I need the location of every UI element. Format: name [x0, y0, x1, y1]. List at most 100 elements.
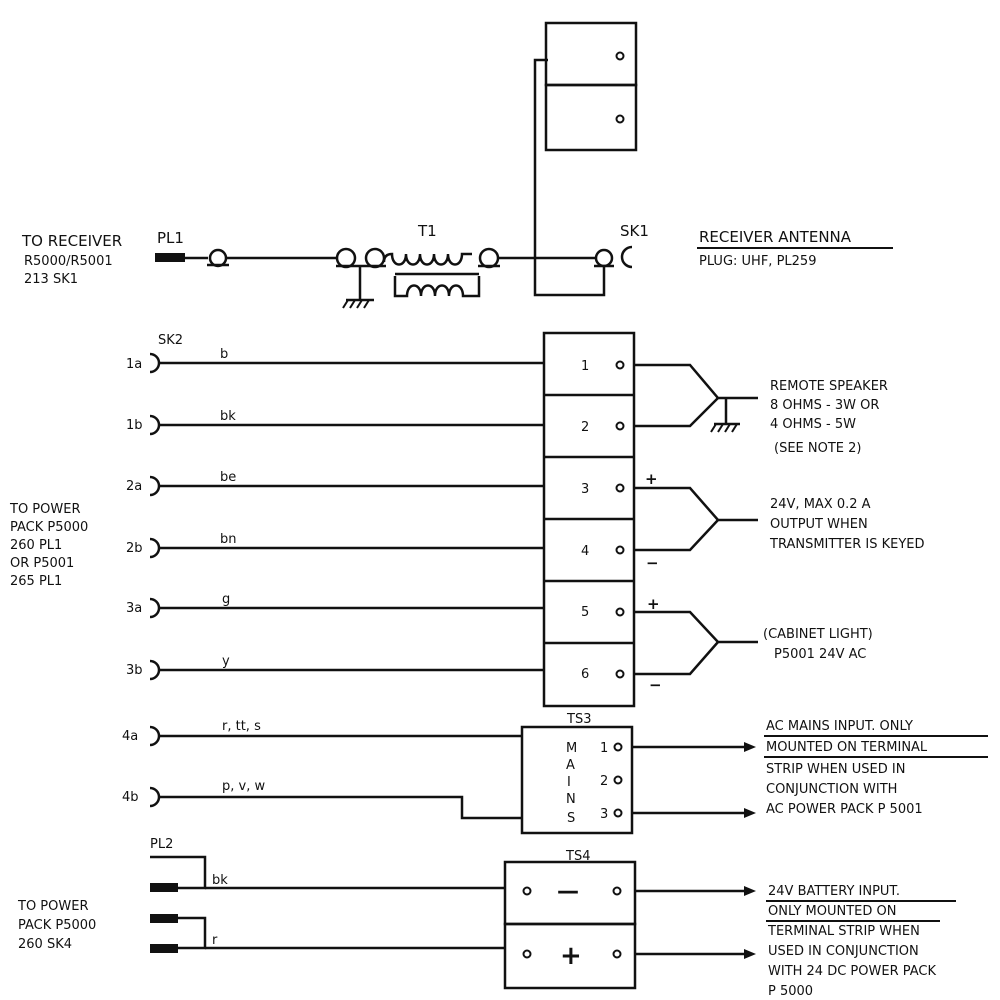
wire-label-rtts: r, tt, s: [222, 719, 261, 734]
pin-1a: 1a: [126, 357, 142, 372]
mains-n: N: [566, 792, 576, 807]
sk1-label: SK1: [620, 222, 649, 240]
terminal-screw-3: [615, 483, 625, 493]
cabinet-line-1: (CABINET LIGHT): [763, 627, 873, 642]
battery-power-pack-line-1: TO POWER: [17, 899, 88, 914]
socket-4a: [149, 725, 161, 747]
sk1-socket: [620, 245, 633, 269]
wire-label-bk-battery: bk: [212, 873, 228, 888]
to-receiver-line-2: R5000/R5001: [24, 254, 113, 269]
mains-note-4: CONJUNCTION WITH: [766, 782, 897, 797]
pin-2a: 2a: [126, 479, 142, 494]
pl2-bridge-top: [150, 855, 207, 890]
ts4-screw-4: [612, 949, 622, 959]
mains-note-5: AC POWER PACK P 5001: [766, 802, 923, 817]
antenna-loop: [533, 58, 606, 297]
mains-note-3: STRIP WHEN USED IN: [766, 762, 905, 777]
battery-arrow-1: [744, 886, 756, 896]
terminal-screw-2: [615, 421, 625, 431]
pl2-label: PL2: [150, 837, 173, 852]
t1-primary-coil: [382, 252, 472, 266]
output-line-2: OUTPUT WHEN: [770, 517, 868, 532]
antenna-plug: PLUG: UHF, PL259: [699, 254, 816, 269]
speaker-ground-hatch: [710, 423, 738, 433]
ts3-terminal-2: 2: [600, 774, 608, 789]
cabinet-plus: +: [647, 595, 660, 613]
wire-label-bk: bk: [220, 409, 236, 424]
wire-label-r-battery: r: [212, 933, 218, 948]
battery-note-2: ONLY MOUNTED ON: [768, 904, 897, 919]
output-line-1: 24V, MAX 0.2 A: [770, 497, 871, 512]
socket-2a: [149, 475, 161, 497]
mains-note-2: MOUNTED ON TERMINAL: [766, 740, 928, 755]
terminal-screw-6: [615, 669, 625, 679]
mains-a: A: [566, 758, 575, 773]
ts4-screw-2: [612, 886, 622, 896]
wire-4b: [159, 795, 522, 820]
speaker-lead-1: [634, 363, 758, 400]
mains-m: M: [566, 741, 577, 756]
terminal-screw-4: [615, 545, 625, 555]
pl2-bridge-bottom: [178, 916, 207, 950]
battery-power-pack-line-3: 260 SK4: [18, 937, 72, 952]
top-box-terminal-2: [615, 114, 625, 124]
mains-section: 4a r, tt, s 4b p, v, w TS3 M A I N S 1 2…: [122, 712, 988, 835]
antenna-title: RECEIVER ANTENNA: [699, 228, 852, 246]
ts4-plus-cell: [503, 922, 637, 990]
socket-4b: [149, 786, 161, 808]
terminal-screw-5: [615, 607, 625, 617]
output-line-3: TRANSMITTER IS KEYED: [769, 537, 925, 552]
ground-hatch: [342, 299, 370, 309]
socket-2b: [149, 537, 161, 559]
ts3-screw-2: [613, 775, 623, 785]
speaker-line-3: 4 OHMS - 5W: [770, 417, 856, 432]
to-power-pack-line-2: PACK P5000: [10, 520, 88, 535]
to-receiver-line-1: TO RECEIVER: [21, 232, 122, 250]
to-power-pack-line-1: TO POWER: [9, 502, 80, 517]
output-minus: −: [646, 554, 659, 572]
cabinet-lead-6: [634, 641, 719, 676]
socket-3b: [149, 659, 161, 681]
ts3-terminal-1: 1: [600, 741, 608, 756]
t1-secondary-coil: [393, 276, 481, 298]
pin-3a: 3a: [126, 601, 142, 616]
top-box-terminal-1: [615, 51, 625, 61]
ts4-screw-1: [522, 886, 532, 896]
mains-note-1: AC MAINS INPUT. ONLY: [766, 719, 913, 734]
pin-2b: 2b: [126, 541, 143, 556]
ts4-label: TS4: [565, 849, 590, 864]
pl1-label: PL1: [157, 229, 184, 247]
pl2-plug-2: [150, 914, 178, 923]
pl2-plug-1: [150, 883, 178, 892]
battery-note-4: USED IN CONJUNCTION: [768, 944, 919, 959]
ts3-screw-1: [613, 742, 623, 752]
speaker-line-4: (SEE NOTE 2): [774, 441, 861, 456]
terminal-3: 3: [581, 482, 589, 497]
to-receiver-line-3: 213 SK1: [24, 272, 78, 287]
top-box-lower: [544, 83, 638, 152]
wire-label-y: y: [222, 654, 230, 669]
t1-connector-c: [478, 247, 500, 269]
battery-section: PL2 bk r TO POWER PACK P5000 260 SK4 TS4…: [17, 837, 956, 999]
cabinet-lead-5: [634, 610, 758, 644]
ts4-screw-3: [522, 949, 532, 959]
receiver-section: TO RECEIVER R5000/R5001 213 SK1 PL1 T1 S…: [21, 21, 893, 309]
terminal-2: 2: [581, 420, 589, 435]
to-power-pack-line-4: OR P5001: [10, 556, 74, 571]
wire-label-be: be: [220, 470, 236, 485]
speaker-line-2: 8 OHMS - 3W OR: [770, 398, 879, 413]
ts4-minus-sign: —: [557, 879, 579, 904]
socket-1a: [149, 352, 161, 374]
terminal-6: 6: [581, 667, 589, 682]
output-lead-3: [634, 486, 758, 522]
mains-s: S: [567, 811, 575, 826]
coax-connector: [208, 248, 228, 268]
to-power-pack-line-5: 265 PL1: [10, 574, 62, 589]
ts3-label: TS3: [566, 712, 591, 727]
sk1-connector: [594, 248, 614, 268]
terminal-1: 1: [581, 359, 589, 374]
terminal-4: 4: [581, 544, 589, 559]
t1-connector-a: [335, 247, 357, 269]
pl2-plug-3: [150, 944, 178, 953]
